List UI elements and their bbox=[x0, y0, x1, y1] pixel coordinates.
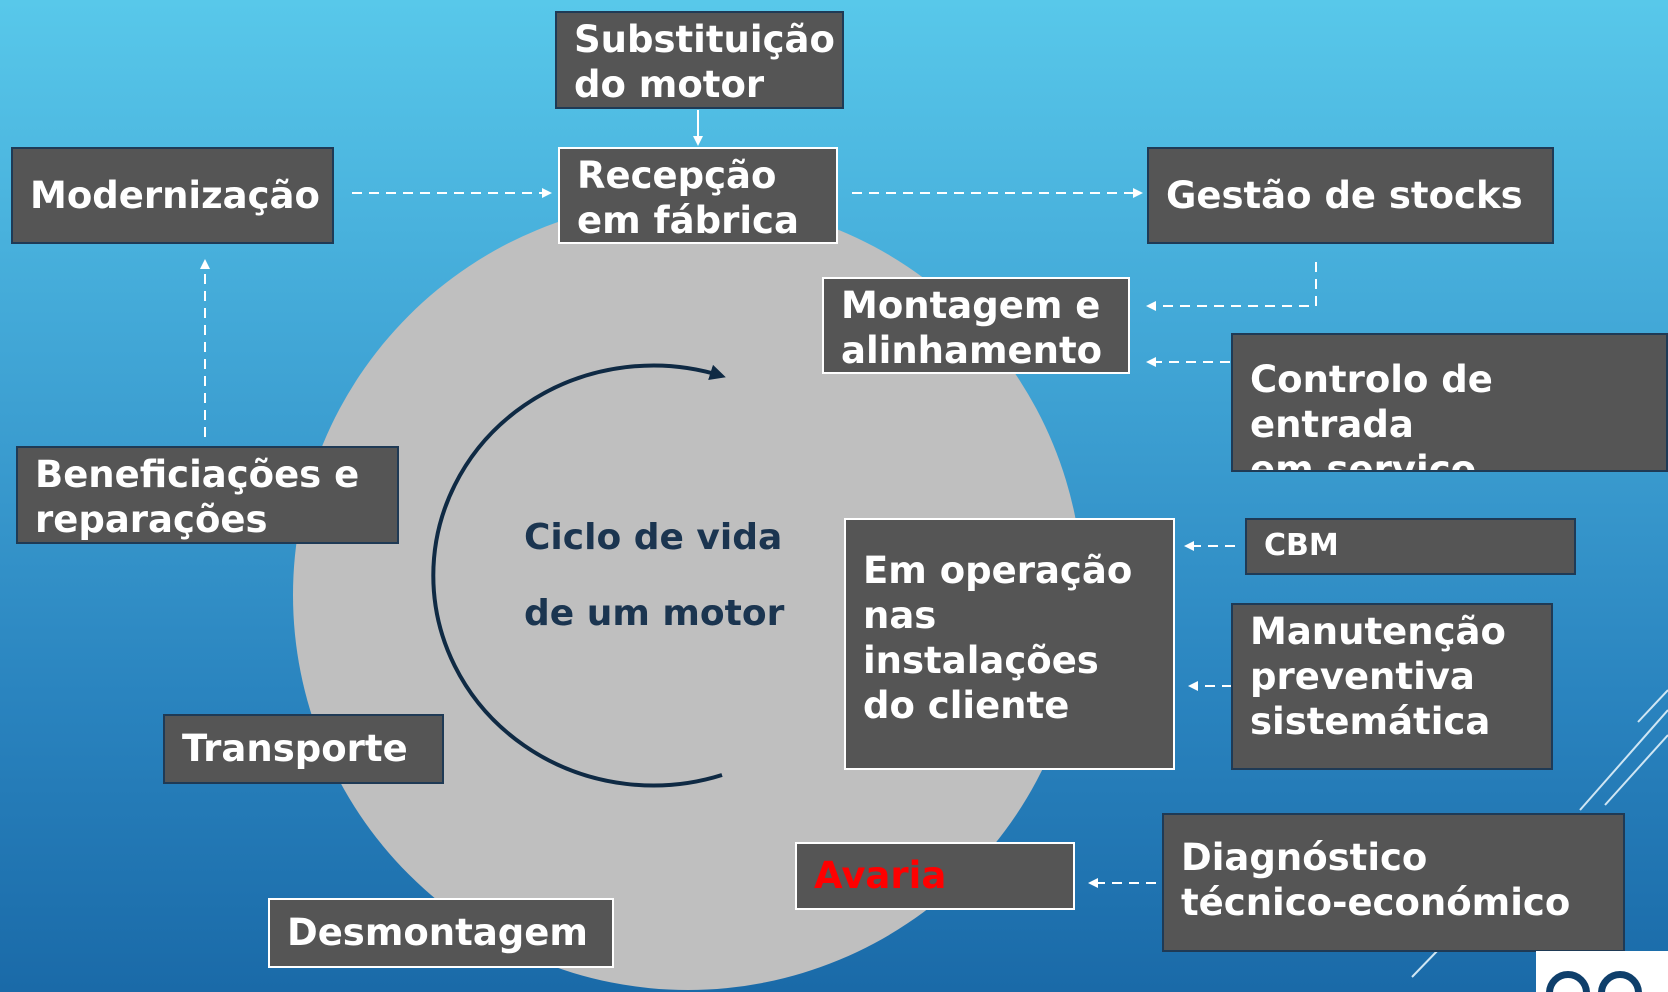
node-em-operacao: Em operação nas instalações do cliente bbox=[844, 518, 1175, 770]
node-diagnostico-tecnico-economico: Diagnóstico técnico-económico bbox=[1162, 813, 1625, 952]
arrow-gestao-to-montagem bbox=[1146, 262, 1317, 311]
cycle-center-title: Ciclo de vida de um motor bbox=[524, 500, 824, 652]
node-montagem-e-alinhamento: Montagem e alinhamento bbox=[822, 277, 1130, 374]
node-cbm: CBM bbox=[1245, 518, 1576, 575]
cycle-title-line2: de um motor bbox=[524, 593, 785, 634]
node-avaria: Avaria bbox=[795, 842, 1075, 910]
node-manutencao-preventiva-sistematica: Manutenção preventiva sistemática bbox=[1231, 603, 1553, 770]
node-controlo-de-entrada-em-servico: Controlo de entrada em serviço bbox=[1231, 333, 1668, 472]
cycle-arrow bbox=[431, 363, 726, 788]
corner-logo bbox=[1536, 951, 1668, 992]
node-gestao-de-stocks: Gestão de stocks bbox=[1147, 147, 1554, 244]
cycle-title-line1: Ciclo de vida bbox=[524, 517, 783, 558]
node-recepcao-em-fabrica: Recepção em fábrica bbox=[558, 147, 838, 244]
node-beneficiacoes-e-reparacoes: Beneficiações e reparações bbox=[16, 446, 399, 544]
node-desmontagem: Desmontagem bbox=[268, 898, 614, 968]
decorative-diagonal-lines bbox=[1411, 689, 1668, 978]
node-transporte: Transporte bbox=[163, 714, 444, 784]
node-modernizacao: Modernização bbox=[11, 147, 334, 244]
node-substituicao-do-motor: Substituição do motor bbox=[555, 11, 844, 109]
